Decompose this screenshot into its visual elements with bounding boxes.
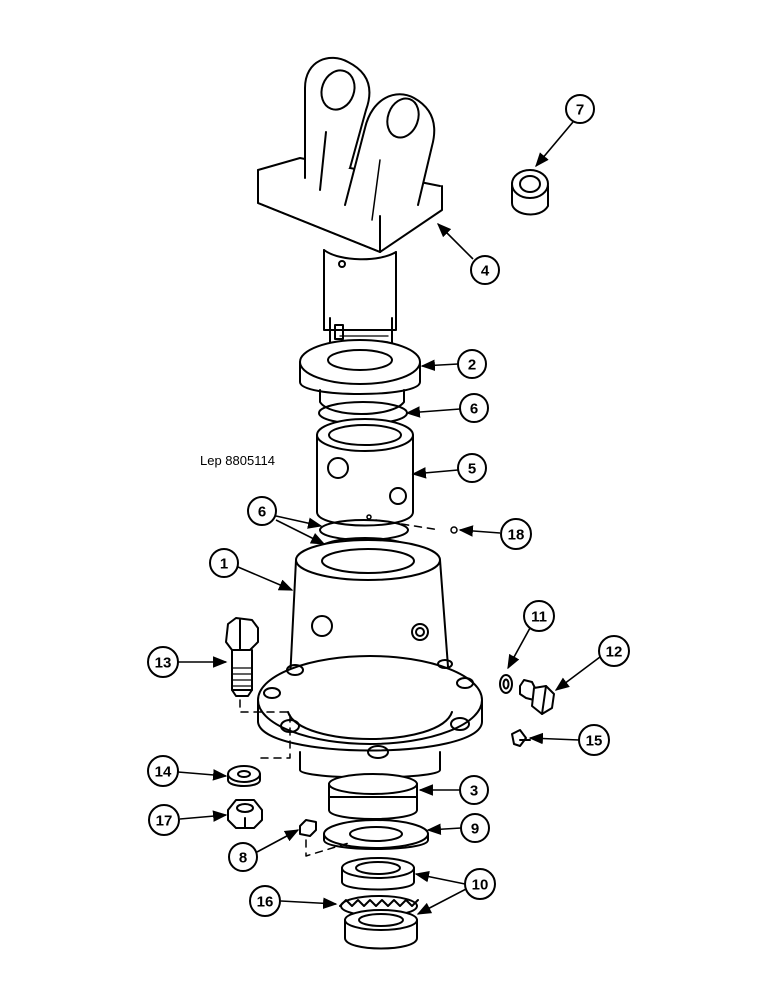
leader-18 <box>458 525 501 537</box>
svg-text:6: 6 <box>470 401 478 418</box>
reference-label: Lep 8805114 <box>200 453 275 468</box>
svg-text:14: 14 <box>155 764 172 781</box>
svg-text:11: 11 <box>531 609 547 626</box>
key-guide-line <box>305 839 353 857</box>
sleeve-part <box>316 418 414 527</box>
svg-text:3: 3 <box>470 783 478 800</box>
nut-upper-part <box>341 857 415 891</box>
leader-12 <box>554 656 601 691</box>
svg-text:8: 8 <box>239 850 247 867</box>
pin-part <box>450 526 458 534</box>
hex-nut-part <box>227 799 263 829</box>
plug-part <box>519 679 555 715</box>
callout-2: 2 <box>457 349 487 379</box>
callout-3: 3 <box>459 775 489 805</box>
callout-6-lower: 6 <box>247 496 277 526</box>
leader-15 <box>528 732 580 745</box>
leader-6a <box>405 406 461 418</box>
svg-text:17: 17 <box>156 813 173 830</box>
callout-12: 12 <box>598 635 630 667</box>
leader-10b <box>416 887 469 915</box>
svg-text:2: 2 <box>468 357 476 374</box>
callout-4: 4 <box>470 255 500 285</box>
leader-1 <box>237 566 294 591</box>
leader-9 <box>426 823 462 835</box>
callout-6-upper: 6 <box>459 393 489 423</box>
svg-text:16: 16 <box>257 894 274 911</box>
key-part <box>299 819 317 837</box>
callout-1: 1 <box>209 548 239 578</box>
svg-text:4: 4 <box>481 263 490 280</box>
callout-14: 14 <box>147 755 179 787</box>
nut-lower-part <box>344 909 418 950</box>
svg-text:10: 10 <box>472 877 489 894</box>
callout-16: 16 <box>249 885 281 917</box>
callout-10: 10 <box>464 868 496 900</box>
callout-17: 17 <box>148 804 180 836</box>
seal-ring-part <box>499 674 513 694</box>
bearing-part <box>328 773 418 820</box>
clevis-yoke-part <box>257 57 443 371</box>
svg-text:18: 18 <box>508 527 525 544</box>
svg-text:7: 7 <box>576 102 584 119</box>
svg-text:1: 1 <box>220 556 228 573</box>
bushing-part <box>511 169 549 216</box>
leader-8 <box>256 829 300 853</box>
leader-17 <box>179 810 228 822</box>
leader-14 <box>177 769 228 781</box>
svg-text:15: 15 <box>586 733 603 750</box>
svg-text:9: 9 <box>471 821 479 838</box>
leader-7 <box>535 121 574 168</box>
washer-part <box>323 819 429 850</box>
callout-7: 7 <box>565 94 595 124</box>
housing-part <box>257 539 483 779</box>
leader-10a <box>414 870 466 885</box>
svg-text:12: 12 <box>606 644 623 661</box>
leader-6b <box>275 515 323 529</box>
svg-text:13: 13 <box>155 655 172 672</box>
leader-11 <box>507 627 531 670</box>
pin-guide-line <box>375 519 441 531</box>
leader-4 <box>436 222 474 260</box>
callout-9: 9 <box>460 813 490 843</box>
leader-5 <box>411 467 459 479</box>
bolt-guide-line <box>239 699 291 759</box>
callout-5: 5 <box>457 453 487 483</box>
callout-18: 18 <box>500 518 532 550</box>
grease-nipple-part <box>511 729 531 747</box>
callout-15: 15 <box>578 724 610 756</box>
leader-6c <box>275 519 326 545</box>
svg-text:6: 6 <box>258 504 266 521</box>
svg-text:5: 5 <box>468 461 476 478</box>
callout-8: 8 <box>228 842 258 872</box>
bolt-part <box>225 617 259 697</box>
callout-13: 13 <box>147 646 179 678</box>
flange-washer-part <box>299 339 421 415</box>
leader-2 <box>420 359 459 372</box>
small-washer-part <box>227 765 261 787</box>
leader-16 <box>280 897 338 910</box>
callout-11: 11 <box>523 600 555 632</box>
